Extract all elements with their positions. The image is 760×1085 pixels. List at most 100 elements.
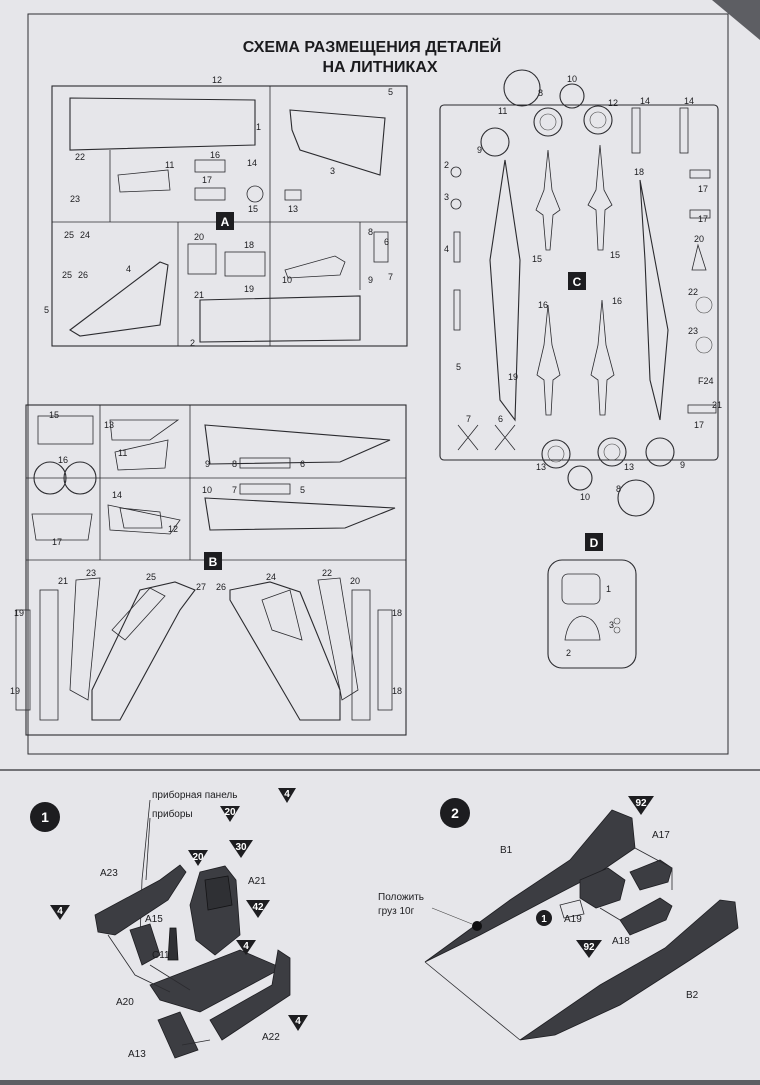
sprue-b-label: 15 [49, 410, 59, 420]
sprue-c-label: 11 [498, 106, 507, 116]
sprue-c-label: 14 [640, 96, 650, 106]
sprue-a-label: 18 [244, 240, 254, 250]
weight-note-line2: груз 10г [378, 906, 415, 917]
sprue-c-label: 9 [477, 145, 482, 155]
sprue-b-label: 25 [146, 572, 156, 582]
label-b2: B2 [686, 990, 699, 1001]
step-1: 1 приборная панель 4 приборы 20 4 20 [30, 788, 308, 1060]
decal-marker [288, 1015, 308, 1031]
decal-number: 42 [252, 902, 264, 913]
sprue-c-label: 10 [567, 74, 577, 84]
sprue-b-tag [204, 552, 222, 570]
decal-marker [246, 900, 270, 918]
sprue-c-label: 10 [580, 492, 590, 502]
sprue-d: D [547, 533, 637, 669]
sprue-a-label: 5 [44, 305, 49, 315]
sprue-a-label: 11 [165, 160, 174, 170]
sprue-a-label: 12 [212, 75, 222, 85]
sprue-c-label: 4 [444, 244, 449, 254]
sprue-b-label: 22 [322, 568, 332, 578]
sprue-c-label: 14 [684, 96, 694, 106]
decal-marker [188, 850, 208, 866]
sprue-c-label: 17 [698, 184, 708, 194]
sprue-a-label: 4 [126, 264, 131, 274]
step-1-number: 1 [41, 809, 49, 825]
sprue-d-label: 1 [606, 584, 611, 594]
sprue-a-label: 24 [80, 230, 90, 240]
label-a13: A13 [128, 1049, 146, 1060]
sprue-b-label: 26 [216, 582, 226, 592]
weight-mark [472, 921, 482, 931]
sprue-a-label: 17 [202, 175, 212, 185]
sprue-c-label: 18 [634, 167, 644, 177]
part-a11-shape [117, 169, 171, 193]
sprue-d-tag [585, 533, 603, 551]
label-b1: B1 [500, 845, 513, 856]
sprue-a-tag [216, 212, 234, 230]
sprue-a-label: 13 [288, 204, 298, 214]
step-2: 2 92 92 1 Положить груз 10г B1 A17 A19 [378, 796, 739, 1041]
sprue-a-label: 20 [194, 232, 204, 242]
sprue-c-label: 15 [532, 254, 542, 264]
sprue-d-label: 3 [609, 620, 614, 630]
sub-assembly-ref-number: 1 [541, 914, 547, 925]
sprue-c-label: 7 [466, 414, 471, 424]
decal-marker [278, 788, 296, 803]
sprue-b-letter: B [209, 555, 218, 569]
sprue-b-label: 10 [202, 485, 212, 495]
sprue-a-label: 5 [388, 87, 393, 97]
part-a15 [129, 923, 161, 966]
step-2-number: 2 [451, 805, 459, 821]
sprue-a: A [51, 85, 408, 347]
sprue-a-label: 15 [248, 204, 258, 214]
sprue-c-tag [568, 272, 586, 290]
sprue-b-label: 20 [350, 576, 360, 586]
decal-number: 4 [295, 1016, 301, 1027]
sprue-b-label: 24 [266, 572, 276, 582]
sub-assembly-cockpit [579, 867, 626, 909]
sprue-b-label: 13 [104, 420, 114, 430]
sprue-c-letter: C [573, 275, 582, 289]
sprue-a-label: 26 [78, 270, 88, 280]
sprue-b: B [15, 404, 407, 736]
part-c11-stick [167, 927, 179, 961]
sprue-b-label: 6 [300, 459, 305, 469]
sprue-a-letter: A [221, 215, 230, 229]
sprue-b-label: 12 [168, 524, 178, 534]
sprue-a-label: 16 [210, 150, 220, 160]
sprue-c-label: 13 [624, 462, 634, 472]
part-b2 [519, 899, 739, 1041]
sprue-b-label: 5 [300, 485, 305, 495]
decal-marker [229, 840, 253, 858]
part-a23 [94, 864, 187, 936]
sprue-a-label: 22 [75, 152, 85, 162]
sprue-b-label: 23 [86, 568, 96, 578]
label-a20: A20 [116, 997, 134, 1008]
sprue-b-label: 11 [118, 448, 127, 458]
decal-marker [220, 806, 240, 822]
label-a17: A17 [652, 830, 670, 841]
sprue-b-label: 19 [14, 608, 24, 618]
part-a18 [619, 897, 673, 936]
label-a22: A22 [262, 1032, 280, 1043]
sprue-a-label: 19 [244, 284, 254, 294]
sprue-c-label: 17 [698, 214, 708, 224]
page-title-line1: СХЕМА РАЗМЕЩЕНИЯ ДЕТАЛЕЙ [243, 37, 501, 56]
decal-number: 20 [192, 852, 204, 863]
callout-instruments: приборы [152, 808, 193, 820]
decal-number: 92 [583, 942, 595, 953]
part-a4-shape [69, 261, 169, 337]
sprue-c-label: 23 [688, 326, 698, 336]
part-a13 [157, 1011, 199, 1059]
decal-marker [628, 796, 654, 815]
decal-number: 4 [57, 906, 63, 917]
sprue-c-label: 19 [508, 372, 518, 382]
decal-number: 4 [243, 941, 249, 952]
decal-number: 92 [635, 798, 647, 809]
sprue-a-label: 9 [368, 275, 373, 285]
sprue-c-label: 3 [444, 192, 449, 202]
sprue-b-label: 8 [232, 459, 237, 469]
decal-number: 20 [224, 807, 236, 818]
callout-instrument-panel: приборная панель [152, 789, 237, 801]
